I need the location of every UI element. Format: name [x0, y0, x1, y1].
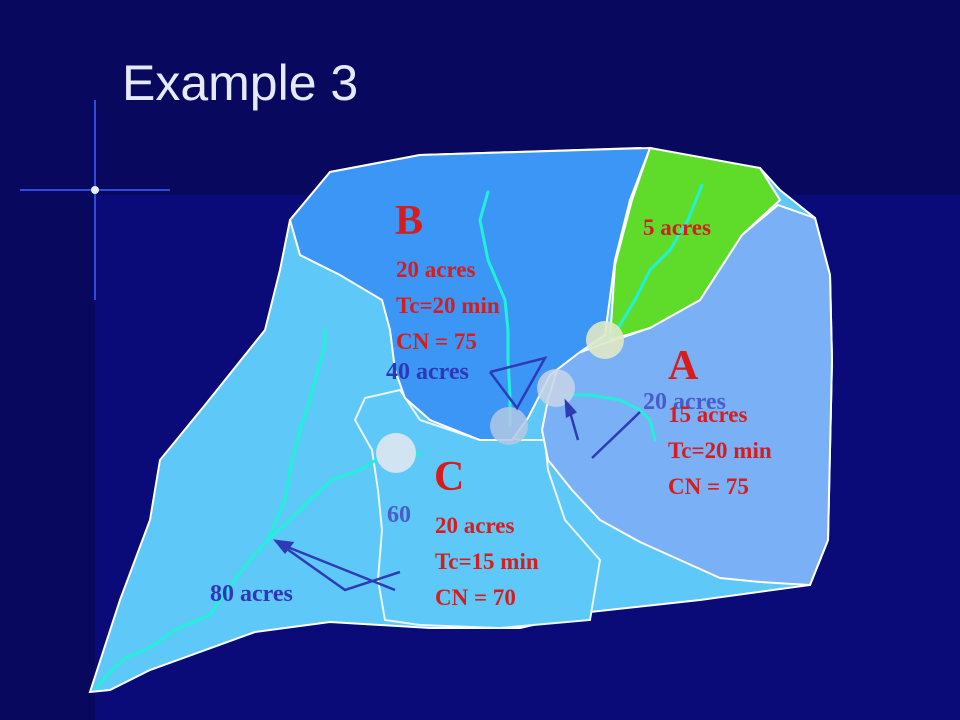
subbasin-c-tc: Tc=15 min — [435, 549, 539, 574]
sparkle-icon — [20, 100, 170, 300]
subbasin-c-area: 20 acres — [435, 513, 515, 538]
a-cumulative-area: 20 acres — [643, 389, 726, 415]
subbasin-b-tc: Tc=20 min — [396, 293, 500, 318]
stream-network — [94, 183, 704, 690]
subbasin-b-area: 20 acres — [396, 257, 476, 282]
subbasin-b — [288, 146, 652, 441]
outlet-b-node — [490, 407, 528, 445]
outlet-nodes — [376, 321, 624, 473]
subbasin-b-letter: B — [395, 198, 424, 244]
subbasin-green — [608, 146, 782, 342]
outlet-green-node — [586, 321, 624, 359]
subbasin-a-area: 15 acres — [668, 402, 748, 427]
subbasin-c-letter: C — [434, 454, 465, 500]
subbasin-c-cn: CN = 70 — [435, 585, 516, 610]
subbasin-b-stats: 20 acres Tc=20 min CN = 75 — [396, 252, 500, 360]
slide-title: Example 3 — [122, 55, 359, 111]
b-cumulative-area: 40 acres — [386, 359, 469, 385]
slide-background-left — [0, 0, 95, 720]
subbasin-c-boundary — [353, 388, 602, 630]
subbasin-b-cn: CN = 75 — [396, 329, 477, 354]
outlet-a-node — [537, 369, 575, 407]
outlet-cumulative-area: 80 acres — [210, 581, 293, 607]
subbasin-a-cn: CN = 75 — [668, 474, 749, 499]
green-area-label: 5 acres — [643, 215, 711, 240]
subbasin-a-tc: Tc=20 min — [668, 438, 772, 463]
subbasin-a-letter: A — [668, 343, 699, 389]
subbasin-c-stats: 20 acres Tc=15 min CN = 70 — [435, 508, 539, 616]
pointer-arrows — [273, 356, 641, 592]
outlet-c-node — [376, 433, 416, 473]
c-cumulative-area: 60 — [387, 502, 411, 528]
subbasin-a-stats: 15 acres Tc=20 min CN = 75 — [668, 397, 772, 505]
